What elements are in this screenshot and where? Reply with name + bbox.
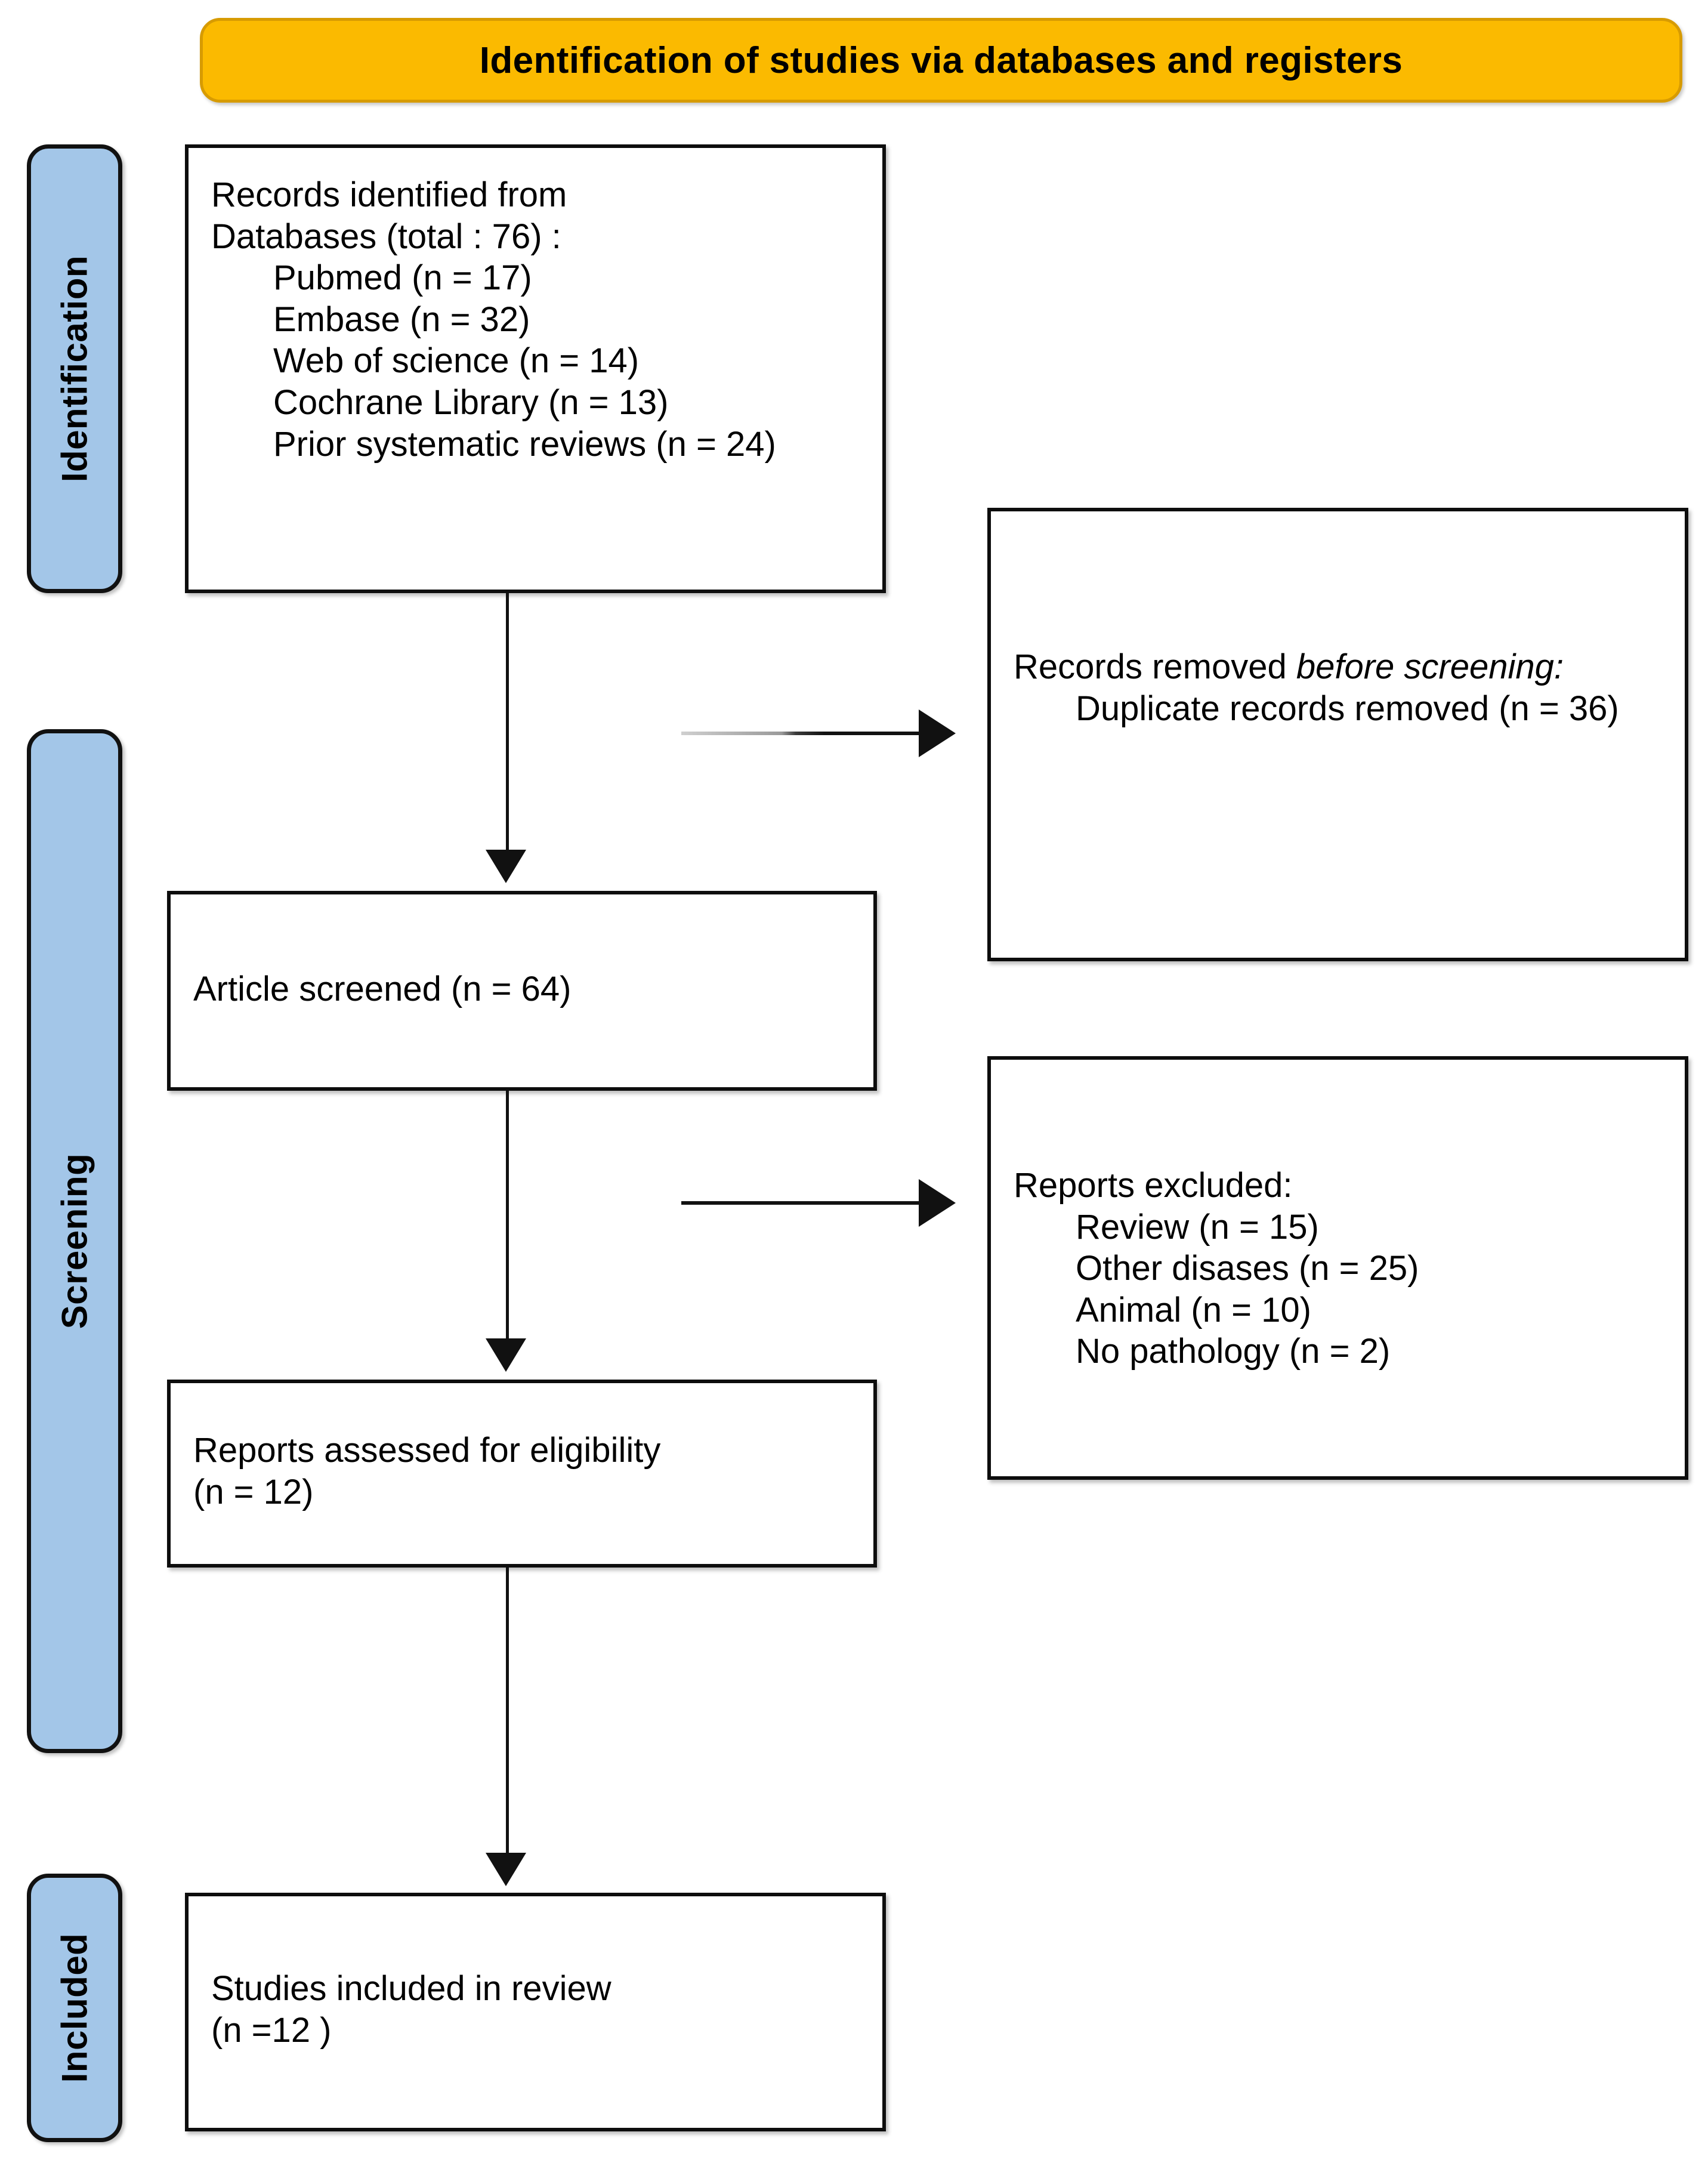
source-item-cochrane-library: Cochrane Library (n = 13) bbox=[273, 382, 669, 422]
connector-eligibility-to-included-line bbox=[506, 1568, 509, 1853]
eligibility-line1: Reports assessed for eligibility bbox=[193, 1431, 661, 1470]
connector-screened-to-excluded-line bbox=[681, 1201, 920, 1205]
excluded-item-no-pathology: No pathology (n = 2) bbox=[1076, 1332, 1391, 1371]
box-records-removed: Records removed before screening: Duplic… bbox=[987, 508, 1688, 961]
banner-title: Identification of studies via databases … bbox=[479, 39, 1403, 81]
box-studies-included-content: Studies included in review (n =12 ) bbox=[189, 1968, 882, 2051]
article-screened-line1: Article screened (n = 64) bbox=[193, 970, 572, 1008]
box-reports-assessed-eligibility: Reports assessed for eligibility (n = 12… bbox=[167, 1380, 877, 1568]
diagram-header-banner: Identification of studies via databases … bbox=[200, 18, 1682, 103]
excluded-item-other-disases: Other disases (n = 25) bbox=[1076, 1249, 1419, 1288]
box-reports-excluded: Reports excluded: Review (n = 15) Other … bbox=[987, 1056, 1688, 1480]
removed-item-duplicates: Duplicate records removed (n = 36) bbox=[1076, 689, 1619, 728]
source-item-prior-systematic-reviews: Prior systematic reviews (n = 24) bbox=[273, 424, 776, 464]
records-removed-heading-suffix: : bbox=[1553, 647, 1564, 686]
connector-screened-to-eligibility-arrowhead-icon bbox=[486, 1338, 526, 1372]
stage-sidebar-included: Included bbox=[27, 1874, 122, 2142]
connector-identified-to-removed-arrowhead-icon bbox=[919, 709, 956, 757]
connector-screened-to-eligibility-line bbox=[506, 1091, 509, 1338]
connector-identified-to-screened-line bbox=[506, 593, 509, 850]
source-item-pubmed: Pubmed (n = 17) bbox=[273, 258, 532, 298]
connector-eligibility-to-included-arrowhead-icon bbox=[486, 1853, 526, 1886]
source-item-embase: Embase (n = 32) bbox=[273, 300, 530, 339]
box-records-identified-content: Records identified from Databases (total… bbox=[189, 174, 882, 465]
stage-sidebar-screening: Screening bbox=[27, 729, 122, 1753]
box-studies-included: Studies included in review (n =12 ) bbox=[185, 1893, 886, 2131]
box-reports-assessed-content: Reports assessed for eligibility (n = 12… bbox=[171, 1430, 873, 1513]
included-line1: Studies included in review bbox=[211, 1969, 611, 2008]
stage-sidebar-identification: Identification bbox=[27, 144, 122, 593]
records-identified-line2: Databases (total : 76) : bbox=[211, 217, 561, 256]
eligibility-line2: (n = 12) bbox=[193, 1472, 314, 1511]
excluded-item-review: Review (n = 15) bbox=[1076, 1207, 1319, 1247]
stage-label-identification: Identification bbox=[54, 255, 95, 483]
excluded-item-animal: Animal (n = 10) bbox=[1076, 1290, 1311, 1329]
box-article-screened-content: Article screened (n = 64) bbox=[171, 968, 873, 1010]
box-article-screened: Article screened (n = 64) bbox=[167, 891, 877, 1091]
stage-label-included: Included bbox=[54, 1933, 95, 2083]
box-reports-excluded-content: Reports excluded: Review (n = 15) Other … bbox=[991, 1165, 1685, 1372]
records-identified-line1: Records identified from bbox=[211, 175, 567, 214]
stage-label-screening: Screening bbox=[54, 1153, 95, 1329]
reports-excluded-heading: Reports excluded: bbox=[1014, 1166, 1293, 1205]
source-item-web-of-science: Web of science (n = 14) bbox=[273, 341, 640, 381]
records-removed-heading-prefix: Records removed bbox=[1014, 647, 1296, 686]
box-records-removed-content: Records removed before screening: Duplic… bbox=[991, 646, 1685, 729]
connector-identified-to-screened-arrowhead-icon bbox=[486, 850, 526, 883]
included-line2: (n =12 ) bbox=[211, 2010, 332, 2050]
connector-identified-to-removed-line bbox=[681, 732, 920, 735]
box-records-identified: Records identified from Databases (total… bbox=[185, 144, 886, 593]
connector-screened-to-excluded-arrowhead-icon bbox=[919, 1179, 956, 1227]
records-removed-heading-italic: before screening bbox=[1296, 647, 1554, 686]
